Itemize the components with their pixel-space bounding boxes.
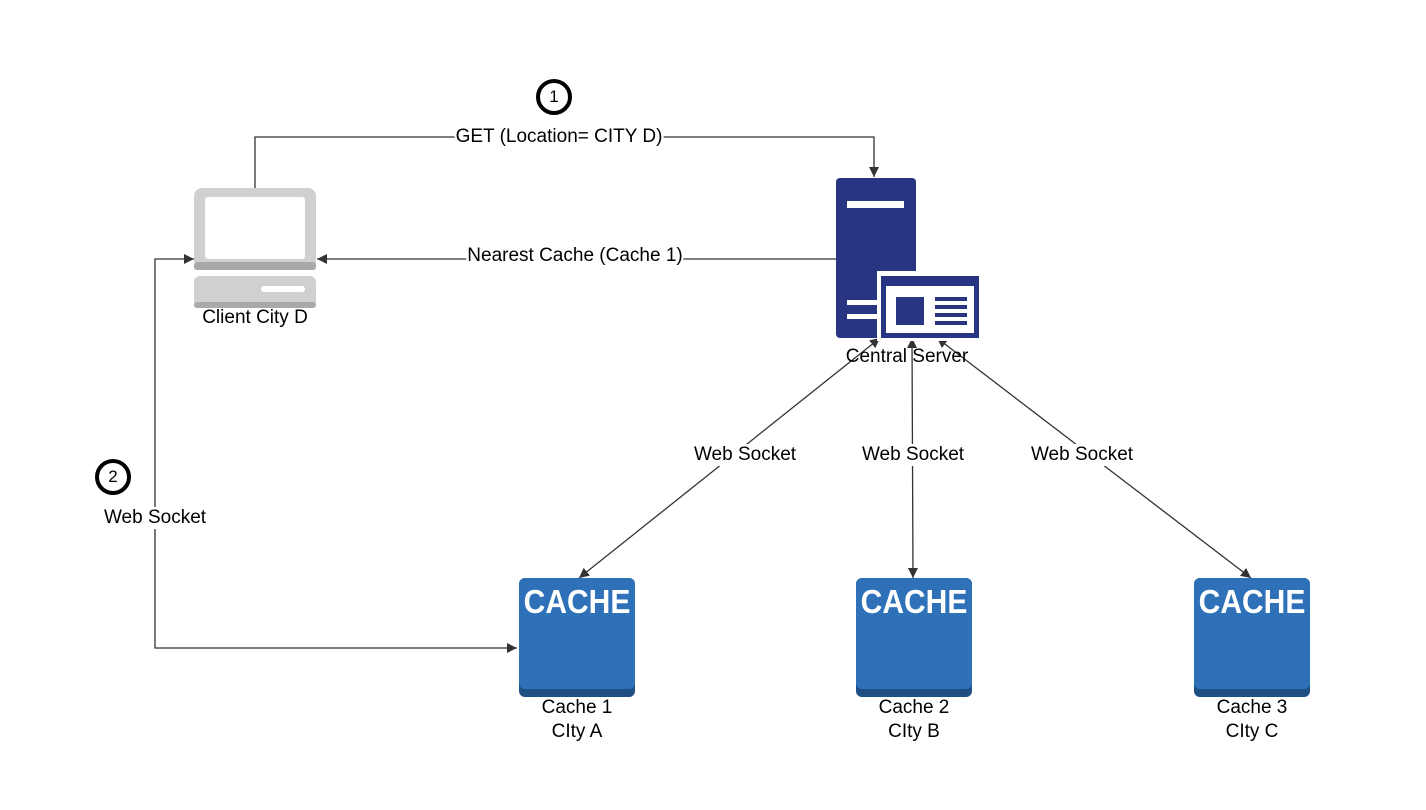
step-2-number: 2 [108, 467, 118, 486]
step-1-number: 1 [549, 87, 559, 106]
cache-2-label: Cache 2 CIty B [879, 696, 950, 744]
socket-a-label: Web Socket [692, 444, 798, 466]
nearest-cache-label: Nearest Cache (Cache 1) [466, 245, 684, 267]
cache-2-icon-text: CACHE [860, 583, 968, 621]
server-icon [836, 178, 983, 341]
cache-icon [519, 578, 635, 697]
socket-b-label: Web Socket [860, 444, 966, 466]
edge-client-socket [154, 254, 517, 653]
socket-c-label: Web Socket [1029, 444, 1135, 466]
cache-3-icon-text: CACHE [1198, 583, 1306, 621]
desktop-computer-icon [194, 188, 316, 308]
cache-1-name: Cache 1 [541, 697, 613, 718]
step-2-badge: 2 [95, 459, 131, 495]
client-label: Client City D [202, 307, 308, 328]
cache-3-label: Cache 3 CIty C [1217, 696, 1288, 744]
cache-1-label: Cache 1 CIty A [542, 696, 613, 744]
server-label: Central Server [845, 346, 969, 367]
cache-icon [1194, 578, 1310, 697]
cache-3-city: CIty C [1225, 721, 1279, 742]
cache-1-city: CIty A [551, 721, 603, 742]
cache-3-name: Cache 3 [1216, 697, 1288, 718]
cache-2-name: Cache 2 [878, 697, 950, 718]
get-request-label: GET (Location= CITY D) [454, 126, 664, 148]
cache-1-icon-text: CACHE [523, 583, 631, 621]
client-socket-label: Web Socket [102, 507, 208, 529]
step-1-badge: 1 [536, 79, 572, 115]
cache-icon [856, 578, 972, 697]
cache-2-city: CIty B [888, 721, 940, 742]
